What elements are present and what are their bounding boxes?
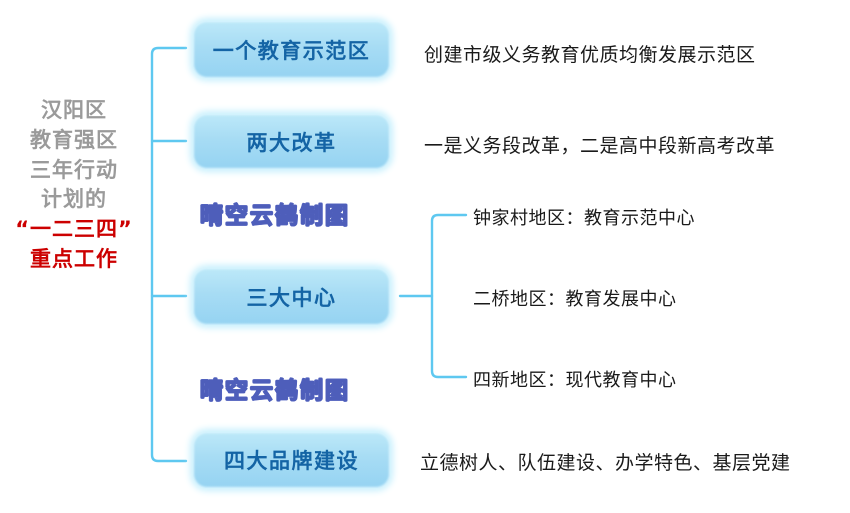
center-item-2: 二桥地区：教育发展中心	[473, 289, 677, 310]
node-label-2: 两大改革	[246, 130, 337, 155]
node-label-3: 三大中心	[246, 285, 337, 310]
center-bracket	[430, 213, 468, 379]
node-box-4[interactable]: 四大品牌建设	[193, 432, 390, 488]
main-bracket	[150, 46, 188, 463]
title-line-2: 教育强区	[30, 127, 118, 152]
node-box-3[interactable]: 三大中心	[193, 268, 390, 325]
watermark-2: 晴空云鹤制图	[199, 377, 350, 404]
node-label-1: 一个教育示范区	[212, 38, 371, 63]
node-desc-4: 立德树人、队伍建设、办学特色、基层党建	[420, 452, 791, 474]
watermark-1: 晴空云鹤制图	[199, 202, 350, 229]
node-box-2[interactable]: 两大改革	[193, 114, 390, 169]
center-item-1: 钟家村地区：教育示范中心	[473, 208, 695, 229]
center-item-3: 四新地区：现代教育中心	[473, 370, 677, 391]
node-desc-1: 创建市级义务教育优质均衡发展示范区	[424, 44, 756, 66]
diagram-title: 汉阳区 教育强区 三年行动 计划的 “一二三四” 重点工作	[8, 96, 140, 275]
node-desc-2: 一是义务段改革，二是高中段新高考改革	[424, 135, 776, 157]
title-line-1: 汉阳区	[41, 98, 107, 122]
title-line-5: “一二三四”	[15, 217, 133, 242]
title-line-4: 计划的	[41, 187, 107, 212]
node-label-4: 四大品牌建设	[224, 449, 359, 473]
title-line-3: 三年行动	[30, 157, 118, 182]
node-box-1[interactable]: 一个教育示范区	[193, 21, 390, 78]
title-line-6: 重点工作	[30, 247, 118, 272]
